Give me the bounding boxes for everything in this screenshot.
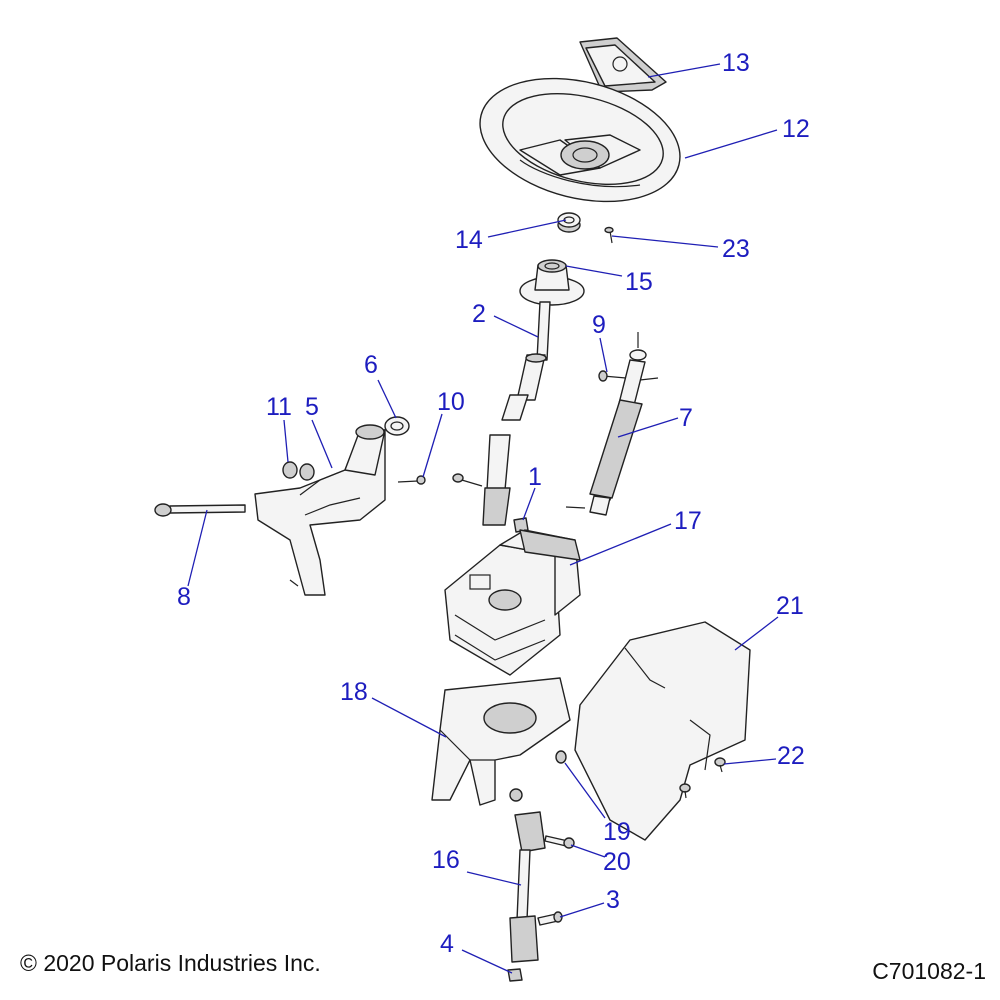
callout-23: 23: [722, 235, 750, 263]
callout-6: 6: [364, 351, 378, 379]
callout-10: 10: [437, 388, 465, 416]
callout-16: 16: [432, 846, 460, 874]
part-5-bracket: [254, 424, 386, 596]
figure-id: C701082-1: [872, 958, 986, 984]
part-21-column-cover: [574, 621, 751, 841]
leader-lines: [187, 63, 779, 974]
part-15-boot: [519, 259, 585, 306]
part-19-bolt: [555, 750, 567, 764]
part-7-damper: [565, 332, 659, 516]
part-6-bushing: [384, 416, 410, 436]
part-23-screw: [604, 226, 614, 244]
part-20-bolt: [544, 835, 575, 849]
callout-9: 9: [592, 311, 606, 339]
part-13-center-cap: [579, 37, 667, 93]
callout-15: 15: [625, 268, 653, 296]
callout-20: 20: [603, 848, 631, 876]
callout-13: 13: [722, 49, 750, 77]
part-18-lower-bracket: [431, 677, 571, 806]
callout-8: 8: [177, 583, 191, 611]
callout-12: 12: [782, 115, 810, 143]
callout-7: 7: [679, 404, 693, 432]
part-16-lower-shaft: [509, 788, 546, 963]
callout-17: 17: [674, 507, 702, 535]
callout-11: 11: [266, 393, 292, 421]
part-2-upper-shaft: [501, 301, 551, 421]
callout-2: 2: [472, 300, 486, 328]
part-1-u-joint: [452, 434, 529, 533]
copyright-notice: © 2020 Polaris Industries Inc.: [20, 950, 321, 976]
part-22-screws: [679, 757, 726, 799]
callout-1: 1: [528, 463, 542, 491]
callout-3: 3: [606, 886, 620, 914]
part-10-bolt: [397, 475, 426, 485]
callout-18: 18: [340, 678, 368, 706]
callout-14: 14: [455, 226, 483, 254]
callout-4: 4: [440, 930, 454, 958]
part-12-steering-wheel: [479, 77, 681, 203]
part-4-nut: [507, 968, 523, 982]
callout-22: 22: [777, 742, 805, 770]
part-14-nut: [557, 212, 581, 233]
part-17-power-steering-unit: [444, 529, 581, 676]
part-11-nuts: [282, 461, 315, 481]
part-8-long-bolt: [154, 503, 299, 587]
callout-21: 21: [776, 592, 804, 620]
part-3-bolt: [537, 911, 563, 926]
callout-5: 5: [305, 393, 319, 421]
part-9-bolt: [598, 370, 627, 382]
callout-19: 19: [603, 818, 631, 846]
